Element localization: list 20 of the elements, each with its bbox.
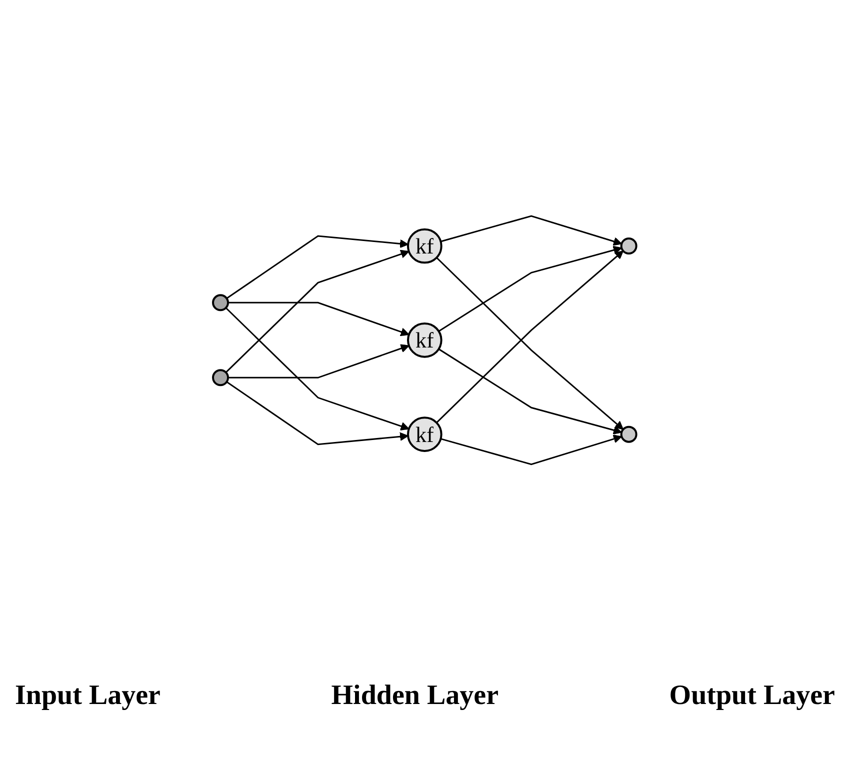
node-circle	[212, 369, 230, 386]
layer-label: Hidden Layer	[331, 680, 498, 712]
arrow	[440, 434, 622, 465]
arrow	[228, 302, 410, 336]
arrow	[440, 215, 622, 246]
node-circle: kf	[407, 416, 443, 452]
node-circle	[620, 426, 638, 443]
arrow	[226, 381, 409, 445]
arrow	[438, 348, 622, 434]
arrow	[438, 246, 622, 332]
node-circle	[212, 294, 230, 311]
node-circle	[620, 237, 638, 254]
layer-label: Input Layer	[15, 680, 160, 712]
arrow	[226, 307, 410, 430]
node-circle: kf	[407, 228, 443, 264]
layer-label: Output Layer	[669, 680, 835, 712]
node-circle: kf	[407, 322, 443, 358]
arrow	[226, 250, 410, 373]
arrow	[228, 344, 410, 378]
arrow	[226, 235, 409, 299]
